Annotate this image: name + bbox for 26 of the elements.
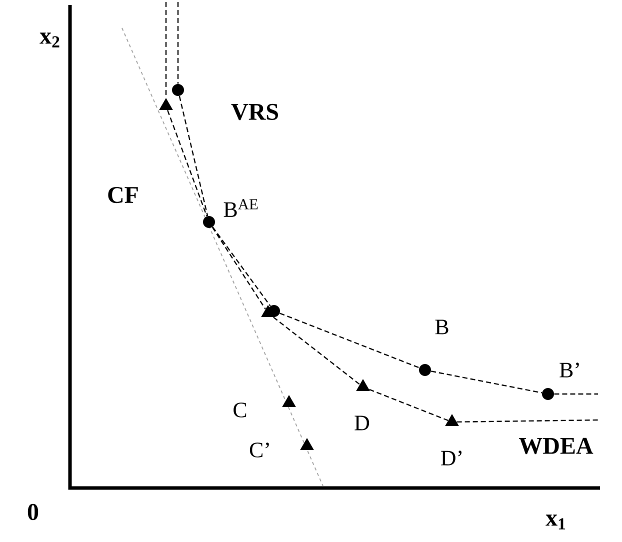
dashed-line	[178, 96, 208, 216]
dashed-line	[167, 110, 208, 216]
dashed-line	[273, 316, 360, 385]
point-label: B’	[560, 362, 579, 378]
dashed-line	[430, 370, 542, 394]
axis-label: x$_{1}$	[546, 514, 566, 530]
dashed-line	[165, 2, 167, 98]
data-point	[172, 84, 184, 96]
data-point	[159, 98, 173, 110]
data-point	[261, 305, 275, 317]
axis-label: x$_{2}$	[40, 32, 60, 48]
point-label: B$^{AE}$	[224, 199, 258, 217]
point-label: B	[435, 320, 448, 334]
dashed-line	[369, 388, 448, 422]
axis-label: CF	[108, 186, 138, 204]
axis-label: WDEA	[519, 438, 594, 454]
dashed-line	[554, 393, 598, 395]
dashed-line	[280, 312, 420, 368]
axis-label: 0	[28, 504, 38, 520]
axis-label: VRS	[231, 104, 278, 120]
point-label: D’	[441, 450, 462, 466]
dashed-line	[456, 419, 598, 423]
point-label: C’	[250, 442, 269, 458]
point-label: C	[234, 402, 246, 418]
point-label: D	[354, 416, 370, 430]
dashed-line	[177, 2, 179, 84]
